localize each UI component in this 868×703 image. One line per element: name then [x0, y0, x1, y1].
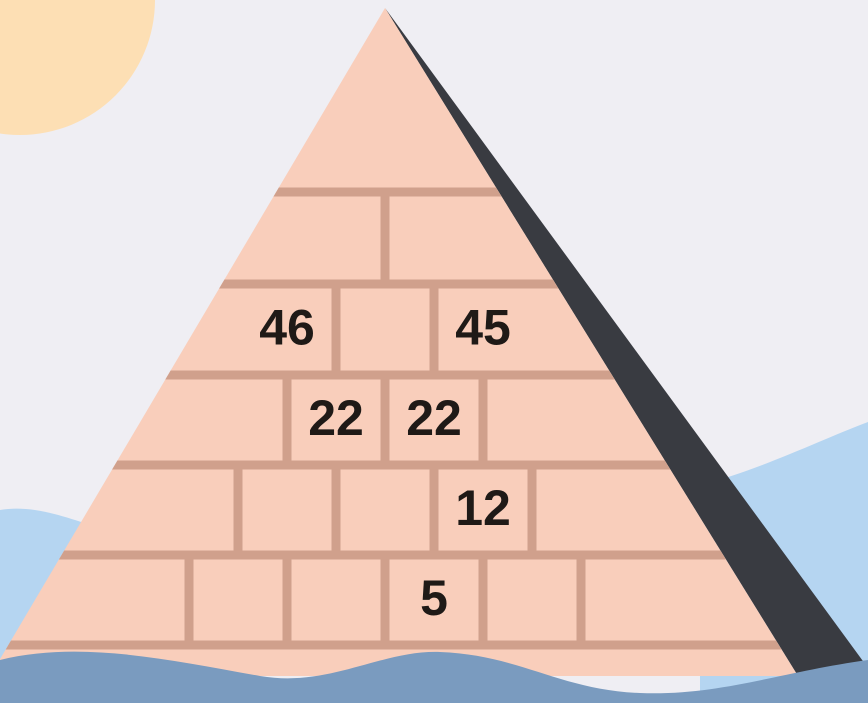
pyramid-cell[interactable]: 45 [455, 300, 511, 356]
pyramid-cell[interactable]: 5 [420, 570, 448, 626]
cell-number: 12 [455, 480, 511, 536]
cell-number: 45 [455, 300, 511, 356]
cell-number: 46 [259, 300, 315, 356]
pyramid-cell[interactable]: 46 [259, 300, 315, 356]
pyramid-cell[interactable]: 12 [455, 480, 511, 536]
pyramid-cell[interactable]: 22 [406, 390, 462, 446]
cell-number: 5 [420, 570, 448, 626]
pyramid-cell[interactable]: 22 [308, 390, 364, 446]
cell-number: 22 [308, 390, 364, 446]
cell-number: 22 [406, 390, 462, 446]
